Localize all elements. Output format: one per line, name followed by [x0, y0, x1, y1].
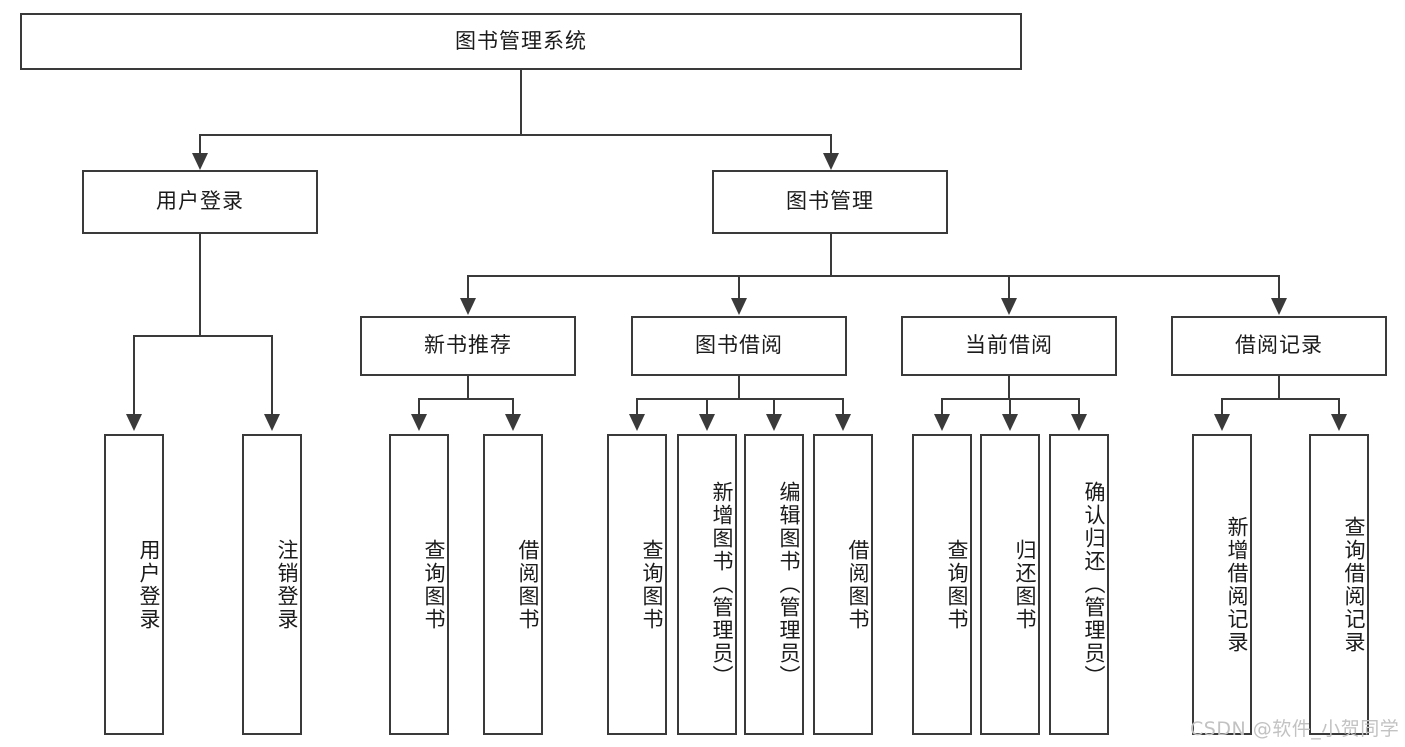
node-current-borrow[interactable]: 当前借阅	[901, 316, 1117, 376]
arrow-borrow-to-leaf8	[835, 414, 851, 431]
arrow-bookmgmt-to-current	[1001, 298, 1017, 315]
connector-records-to-leaf13	[1338, 398, 1340, 417]
connector-records-bus	[1221, 398, 1339, 400]
connector-login-stem	[199, 233, 201, 336]
connector-newbook-to-leaf4	[512, 398, 514, 417]
node-leaf-logout[interactable]: 注销登录	[242, 434, 302, 735]
arrow-records-to-leaf13	[1331, 414, 1347, 431]
connector-root-to-login	[199, 134, 201, 156]
connector-borrow-stem	[738, 375, 740, 399]
connector-newbook-bus	[418, 398, 514, 400]
node-leaf-add-borrow-record[interactable]: 新增借阅记录	[1192, 434, 1252, 735]
connector-borrow-to-leaf7	[773, 398, 775, 417]
connector-borrow-to-leaf6	[706, 398, 708, 417]
arrow-newbook-to-leaf3	[411, 414, 427, 431]
node-current-borrow-label: 当前借阅	[965, 333, 1053, 358]
node-leaf-return-book[interactable]: 归还图书	[980, 434, 1040, 735]
node-user-login[interactable]: 用户登录	[82, 170, 318, 234]
node-leaf-query-book-2-label: 查询图书	[640, 538, 664, 631]
node-leaf-logout-label: 注销登录	[275, 538, 299, 631]
node-leaf-query-book-1[interactable]: 查询图书	[389, 434, 449, 735]
connector-newbook-to-leaf3	[418, 398, 420, 417]
arrow-current-to-leaf11	[1071, 414, 1087, 431]
arrow-bookmgmt-to-newbook	[460, 298, 476, 315]
arrow-root-to-bookmgmt	[823, 153, 839, 170]
arrow-borrow-to-leaf7	[766, 414, 782, 431]
arrow-bookmgmt-to-borrow	[731, 298, 747, 315]
connector-borrow-bus	[636, 398, 842, 400]
arrow-current-to-leaf9	[934, 414, 950, 431]
node-leaf-edit-book-admin[interactable]: 编辑图书（管理员）	[744, 434, 804, 735]
arrow-login-to-leaf2	[264, 414, 280, 431]
arrow-records-to-leaf12	[1214, 414, 1230, 431]
connector-login-to-leaf2	[271, 335, 273, 417]
node-leaf-confirm-return-admin[interactable]: 确认归还（管理员）	[1049, 434, 1109, 735]
node-leaf-return-book-label: 归还图书	[1013, 538, 1037, 631]
node-leaf-add-book-admin-label: 新增图书（管理员）	[710, 481, 734, 688]
arrow-root-to-login	[192, 153, 208, 170]
node-leaf-borrow-book-2-label: 借阅图书	[846, 538, 870, 631]
arrow-borrow-to-leaf5	[629, 414, 645, 431]
connector-root-bus	[199, 134, 832, 136]
connector-login-bus	[133, 335, 273, 337]
node-leaf-borrow-book-1[interactable]: 借阅图书	[483, 434, 543, 735]
connector-newbook-stem	[467, 375, 469, 399]
node-leaf-user-login-label: 用户登录	[137, 538, 161, 631]
node-root[interactable]: 图书管理系统	[20, 13, 1022, 70]
node-book-borrow[interactable]: 图书借阅	[631, 316, 847, 376]
node-leaf-add-borrow-record-label: 新增借阅记录	[1225, 515, 1249, 654]
arrow-newbook-to-leaf4	[505, 414, 521, 431]
connector-borrow-to-leaf5	[636, 398, 638, 417]
arrow-bookmgmt-to-records	[1271, 298, 1287, 315]
connector-bookmgmt-to-current	[1008, 275, 1010, 300]
node-book-management-label: 图书管理	[786, 189, 874, 214]
connector-root-stem	[520, 69, 522, 135]
connector-current-to-leaf9	[941, 398, 943, 417]
connector-root-to-bookmgmt	[830, 134, 832, 156]
arrow-current-to-leaf10	[1002, 414, 1018, 431]
connector-records-to-leaf12	[1221, 398, 1223, 417]
node-leaf-user-login[interactable]: 用户登录	[104, 434, 164, 735]
connector-current-stem	[1008, 375, 1010, 399]
connector-bookmgmt-stem	[830, 233, 832, 276]
node-book-management[interactable]: 图书管理	[712, 170, 948, 234]
node-new-book-recommend-label: 新书推荐	[424, 333, 512, 358]
node-leaf-query-book-3-label: 查询图书	[945, 538, 969, 631]
connector-bookmgmt-to-borrow	[738, 275, 740, 300]
node-leaf-query-book-3[interactable]: 查询图书	[912, 434, 972, 735]
node-leaf-borrow-book-1-label: 借阅图书	[516, 538, 540, 631]
node-root-label: 图书管理系统	[455, 28, 587, 53]
connector-current-to-leaf10	[1009, 398, 1011, 417]
connector-bookmgmt-to-newbook	[467, 275, 469, 300]
connector-records-stem	[1278, 375, 1280, 399]
node-leaf-query-borrow-record[interactable]: 查询借阅记录	[1309, 434, 1369, 735]
connector-bookmgmt-to-records	[1278, 275, 1280, 300]
node-book-borrow-label: 图书借阅	[695, 333, 783, 358]
node-leaf-confirm-return-admin-label: 确认归还（管理员）	[1082, 481, 1106, 688]
watermark-text: CSDN @软件_小贺同学	[1190, 718, 1400, 740]
node-borrow-records[interactable]: 借阅记录	[1171, 316, 1387, 376]
node-leaf-edit-book-admin-label: 编辑图书（管理员）	[777, 481, 801, 688]
connector-login-to-leaf1	[133, 335, 135, 417]
arrow-borrow-to-leaf6	[699, 414, 715, 431]
node-leaf-query-book-2[interactable]: 查询图书	[607, 434, 667, 735]
node-leaf-query-borrow-record-label: 查询借阅记录	[1342, 515, 1366, 654]
node-leaf-add-book-admin[interactable]: 新增图书（管理员）	[677, 434, 737, 735]
connector-borrow-to-leaf8	[842, 398, 844, 417]
node-leaf-query-book-1-label: 查询图书	[422, 538, 446, 631]
node-leaf-borrow-book-2[interactable]: 借阅图书	[813, 434, 873, 735]
arrow-login-to-leaf1	[126, 414, 142, 431]
connector-bookmgmt-bus	[467, 275, 1280, 277]
connector-current-to-leaf11	[1078, 398, 1080, 417]
node-user-login-label: 用户登录	[156, 189, 244, 214]
node-borrow-records-label: 借阅记录	[1235, 333, 1323, 358]
node-new-book-recommend[interactable]: 新书推荐	[360, 316, 576, 376]
